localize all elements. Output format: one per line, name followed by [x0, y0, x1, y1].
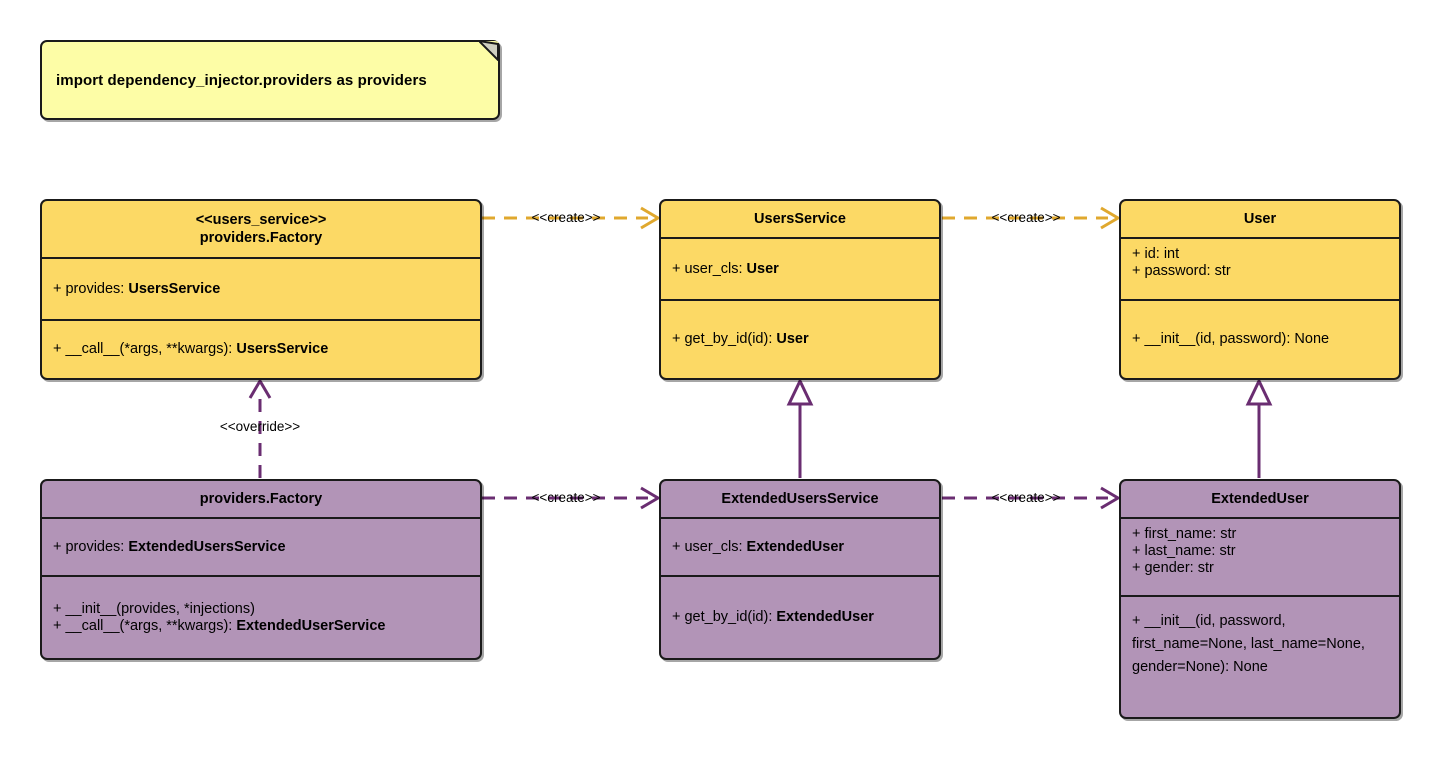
class-name: providers.Factory — [199, 491, 323, 507]
method-text: + get_by_id(id): — [672, 609, 777, 625]
edge-label-override: <<override>> — [219, 419, 301, 434]
method-text: + __init__(provides, *injections) — [53, 600, 255, 617]
attribute-row: + user_cls: User — [672, 261, 928, 278]
class-stereotype: <<users_service>> — [195, 212, 327, 228]
edge-label-create-bottom-left: <<create>> — [531, 490, 601, 505]
method-return-type: User — [776, 331, 809, 347]
method-row: + __call__(*args, **kwargs): UsersServic… — [53, 341, 469, 358]
edge-create-top-left — [482, 206, 661, 230]
class-header: providers.Factory — [42, 481, 480, 519]
class-extended-users-service[interactable]: ExtendedUsersService + user_cls: Extende… — [659, 479, 941, 660]
attribute-row: + user_cls: ExtendedUser — [672, 539, 928, 556]
class-attributes: + user_cls: User — [661, 239, 939, 299]
method-text: + __init__(id, password, first_name=None… — [1132, 613, 1365, 675]
edge-label-create-bottom-right: <<create>> — [991, 490, 1061, 505]
attribute-row: + id: int — [1132, 246, 1388, 263]
edge-inherit-service — [786, 377, 814, 478]
attribute-type: ExtendedUser — [746, 538, 845, 555]
class-extended-factory[interactable]: providers.Factory + provides: ExtendedUs… — [40, 479, 482, 660]
class-extended-user[interactable]: ExtendedUser + first_name: str + last_na… — [1119, 479, 1401, 719]
attribute-text: + id: int — [1132, 246, 1180, 262]
edge-create-top-right — [942, 206, 1121, 230]
class-name: ExtendedUser — [1211, 491, 1309, 507]
attribute-row: + provides: UsersService — [53, 281, 469, 298]
attribute-row: + password: str — [1132, 263, 1388, 280]
attribute-type: UsersService — [128, 280, 221, 297]
attribute-text: + provides: — [53, 538, 129, 555]
method-row: + __call__(*args, **kwargs): ExtendedUse… — [53, 618, 469, 635]
edge-inherit-user — [1245, 377, 1273, 478]
class-methods: + get_by_id(id): ExtendedUser — [661, 575, 939, 658]
class-header: ExtendedUsersService — [661, 481, 939, 519]
class-name: providers.Factory — [199, 230, 323, 246]
method-text: + get_by_id(id): — [672, 331, 777, 347]
method-return-type: ExtendedUser — [776, 609, 874, 625]
attribute-text: + first_name: str — [1132, 526, 1237, 542]
attribute-text: + provides: — [53, 280, 129, 297]
attribute-row: + provides: ExtendedUsersService — [53, 539, 469, 556]
method-row: + __init__(id, password): None — [1132, 331, 1388, 348]
attribute-type: User — [746, 260, 779, 277]
attribute-text: + last_name: str — [1132, 543, 1236, 559]
attribute-type: ExtendedUsersService — [128, 538, 286, 555]
class-header: ExtendedUser — [1121, 481, 1399, 519]
class-header: UsersService — [661, 201, 939, 239]
import-note-text: import dependency_injector.providers as … — [56, 71, 427, 89]
class-header: User — [1121, 201, 1399, 239]
attribute-text: + gender: str — [1132, 560, 1214, 576]
class-methods: + __init__(id, password, first_name=None… — [1121, 595, 1399, 717]
method-text: + __init__(id, password): None — [1132, 331, 1330, 347]
method-return-type: ExtendedUserService — [236, 617, 386, 634]
class-name: ExtendedUsersService — [721, 491, 879, 507]
class-users-service-factory[interactable]: <<users_service>> providers.Factory + pr… — [40, 199, 482, 380]
class-user[interactable]: User + id: int + password: str + __init_… — [1119, 199, 1401, 380]
method-text: + __call__(*args, **kwargs): — [53, 341, 237, 357]
class-attributes: + first_name: str + last_name: str + gen… — [1121, 519, 1399, 595]
class-header: <<users_service>> providers.Factory — [42, 201, 480, 259]
method-row: + get_by_id(id): ExtendedUser — [672, 609, 928, 626]
class-attributes: + user_cls: ExtendedUser — [661, 519, 939, 575]
edge-label-create-top-left: <<create>> — [531, 210, 601, 225]
edge-create-bottom-right — [942, 486, 1121, 510]
attribute-text: + user_cls: — [672, 260, 747, 277]
edge-create-bottom-left — [482, 486, 661, 510]
attribute-text: + user_cls: — [672, 538, 747, 555]
class-attributes: + provides: UsersService — [42, 259, 480, 319]
edge-override — [248, 378, 272, 478]
method-row: + __init__(provides, *injections) — [53, 601, 469, 618]
class-name: UsersService — [754, 211, 846, 227]
class-methods: + __init__(provides, *injections) + __ca… — [42, 575, 480, 658]
attribute-row: + last_name: str — [1132, 543, 1388, 560]
attribute-row: + first_name: str — [1132, 526, 1388, 543]
method-row: + get_by_id(id): User — [672, 331, 928, 348]
method-row: + __init__(id, password, first_name=None… — [1132, 610, 1388, 679]
attribute-row: + gender: str — [1132, 560, 1388, 577]
class-methods: + __call__(*args, **kwargs): UsersServic… — [42, 319, 480, 378]
method-text: + __call__(*args, **kwargs): — [53, 617, 237, 634]
class-users-service[interactable]: UsersService + user_cls: User + get_by_i… — [659, 199, 941, 380]
class-attributes: + id: int + password: str — [1121, 239, 1399, 299]
class-methods: + __init__(id, password): None — [1121, 299, 1399, 378]
note-fold-corner-icon — [479, 41, 499, 61]
class-name: User — [1243, 211, 1277, 227]
method-return-type: UsersService — [236, 341, 329, 357]
attribute-text: + password: str — [1132, 263, 1231, 279]
class-methods: + get_by_id(id): User — [661, 299, 939, 378]
class-attributes: + provides: ExtendedUsersService — [42, 519, 480, 575]
edge-label-create-top-right: <<create>> — [991, 210, 1061, 225]
import-note: import dependency_injector.providers as … — [40, 40, 500, 120]
